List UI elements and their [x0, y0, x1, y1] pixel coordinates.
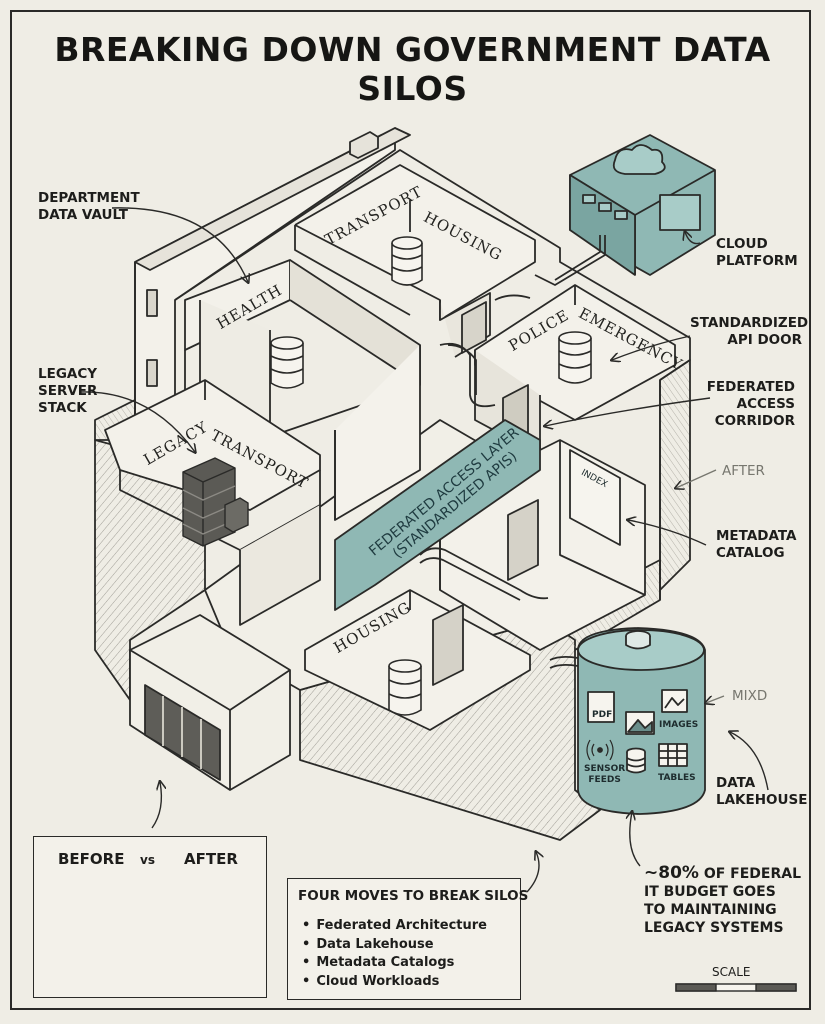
- callout-department-vault-line-2: DATA VAULT: [38, 207, 129, 223]
- callout-arrows: [79, 207, 769, 893]
- db-police: [558, 331, 592, 384]
- lakehouse-pdf-label: PDF: [592, 710, 613, 720]
- lakehouse-images-label: IMAGES: [659, 720, 699, 730]
- db-housing-top: [391, 236, 423, 286]
- callout-metadata-catalog-line-2: CATALOG: [716, 545, 785, 561]
- callout-legacy-stack-line-3: STACK: [38, 400, 87, 416]
- four-moves-list: Federated Architecture Data Lakehouse Me…: [302, 917, 487, 991]
- lakehouse-tables-label: TABLES: [658, 773, 696, 783]
- vs-label: vs: [140, 853, 155, 867]
- callout-data-lakehouse: DATA LAKEHOUSE: [716, 775, 807, 809]
- page-title: BREAKING DOWN GOVERNMENT DATA SILOS: [54, 30, 771, 108]
- lakehouse-sensor-label: SENSOR FEEDS: [584, 764, 625, 786]
- before-after-panel: [33, 836, 267, 998]
- callout-after: AFTER: [722, 463, 765, 479]
- building-right-wall: [659, 359, 691, 591]
- lakehouse-sensor-line-2: FEEDS: [588, 775, 621, 785]
- db-housing-bottom: [388, 659, 422, 716]
- scale-label: SCALE: [712, 965, 751, 979]
- callout-api-door: STANDARDIZED API DOOR: [690, 315, 809, 349]
- db-health: [270, 336, 304, 389]
- database-cylinders: [270, 236, 592, 716]
- budget-stat-line-1-text: OF FEDERAL: [703, 866, 801, 882]
- move-item: Metadata Catalogs: [302, 954, 487, 973]
- building-back-wing-side: [94, 262, 136, 441]
- scale-bar: [675, 983, 797, 992]
- callout-legacy-stack-line-1: LEGACY: [38, 366, 98, 382]
- budget-stat-line-4: LEGACY SYSTEMS: [644, 920, 784, 936]
- move-item: Data Lakehouse: [302, 936, 487, 955]
- legacy-server-stack: [182, 457, 249, 547]
- budget-stat-line-3: TO MAINTAINING: [644, 902, 777, 918]
- callout-cloud-platform-line-1: CLOUD: [716, 236, 768, 252]
- page-frame: [10, 10, 811, 1010]
- move-item: Federated Architecture: [302, 917, 487, 936]
- callout-access-corridor: FEDERATED ACCESS CORRIDOR: [700, 379, 795, 430]
- callout-mixed: MIXD: [732, 688, 768, 704]
- budget-stat: ~80% OF FEDERAL IT BUDGET GOES TO MAINTA…: [644, 864, 801, 937]
- callout-cloud-platform-line-2: PLATFORM: [716, 253, 798, 269]
- callout-data-lakehouse-line-2: LAKEHOUSE: [716, 792, 808, 808]
- four-moves-panel: FOUR MOVES TO BREAK SILOS Federated Arch…: [287, 878, 528, 1000]
- callout-api-door-line-1: STANDARDIZED: [690, 315, 809, 331]
- callout-data-lakehouse-line-1: DATA: [716, 775, 756, 791]
- before-label: BEFORE: [58, 850, 125, 868]
- four-moves-heading: FOUR MOVES TO BREAK SILOS: [298, 888, 529, 904]
- metadata-catalog-board: [569, 449, 621, 546]
- federated-access-corridor: [334, 419, 541, 611]
- callout-cloud-platform: CLOUD PLATFORM: [716, 236, 798, 270]
- callout-access-corridor-line-1: FEDERATED: [706, 379, 795, 395]
- callout-access-corridor-line-3: CORRIDOR: [714, 413, 795, 429]
- budget-stat-percent: ~80%: [644, 863, 699, 883]
- cloud-pipe: [534, 235, 606, 286]
- callout-department-vault: DEPARTMENT DATA VAULT: [38, 190, 140, 224]
- budget-stat-line-2: IT BUDGET GOES: [644, 884, 776, 900]
- callout-metadata-catalog-line-1: METADATA: [716, 528, 797, 544]
- callout-legacy-stack: LEGACY SERVER STACK: [38, 366, 97, 417]
- callout-access-corridor-line-2: ACCESS: [736, 396, 795, 412]
- after-label: AFTER: [184, 850, 238, 868]
- callout-api-door-line-2: API DOOR: [727, 332, 802, 348]
- lakehouse-sensor-line-1: SENSOR: [584, 764, 626, 774]
- callout-department-vault-line-1: DEPARTMENT: [38, 190, 140, 206]
- budget-stat-line-1: ~80% OF FEDERAL: [644, 864, 801, 883]
- callout-legacy-stack-line-2: SERVER: [38, 383, 98, 399]
- callout-metadata-catalog: METADATA CATALOG: [716, 528, 796, 562]
- move-item: Cloud Workloads: [302, 973, 487, 992]
